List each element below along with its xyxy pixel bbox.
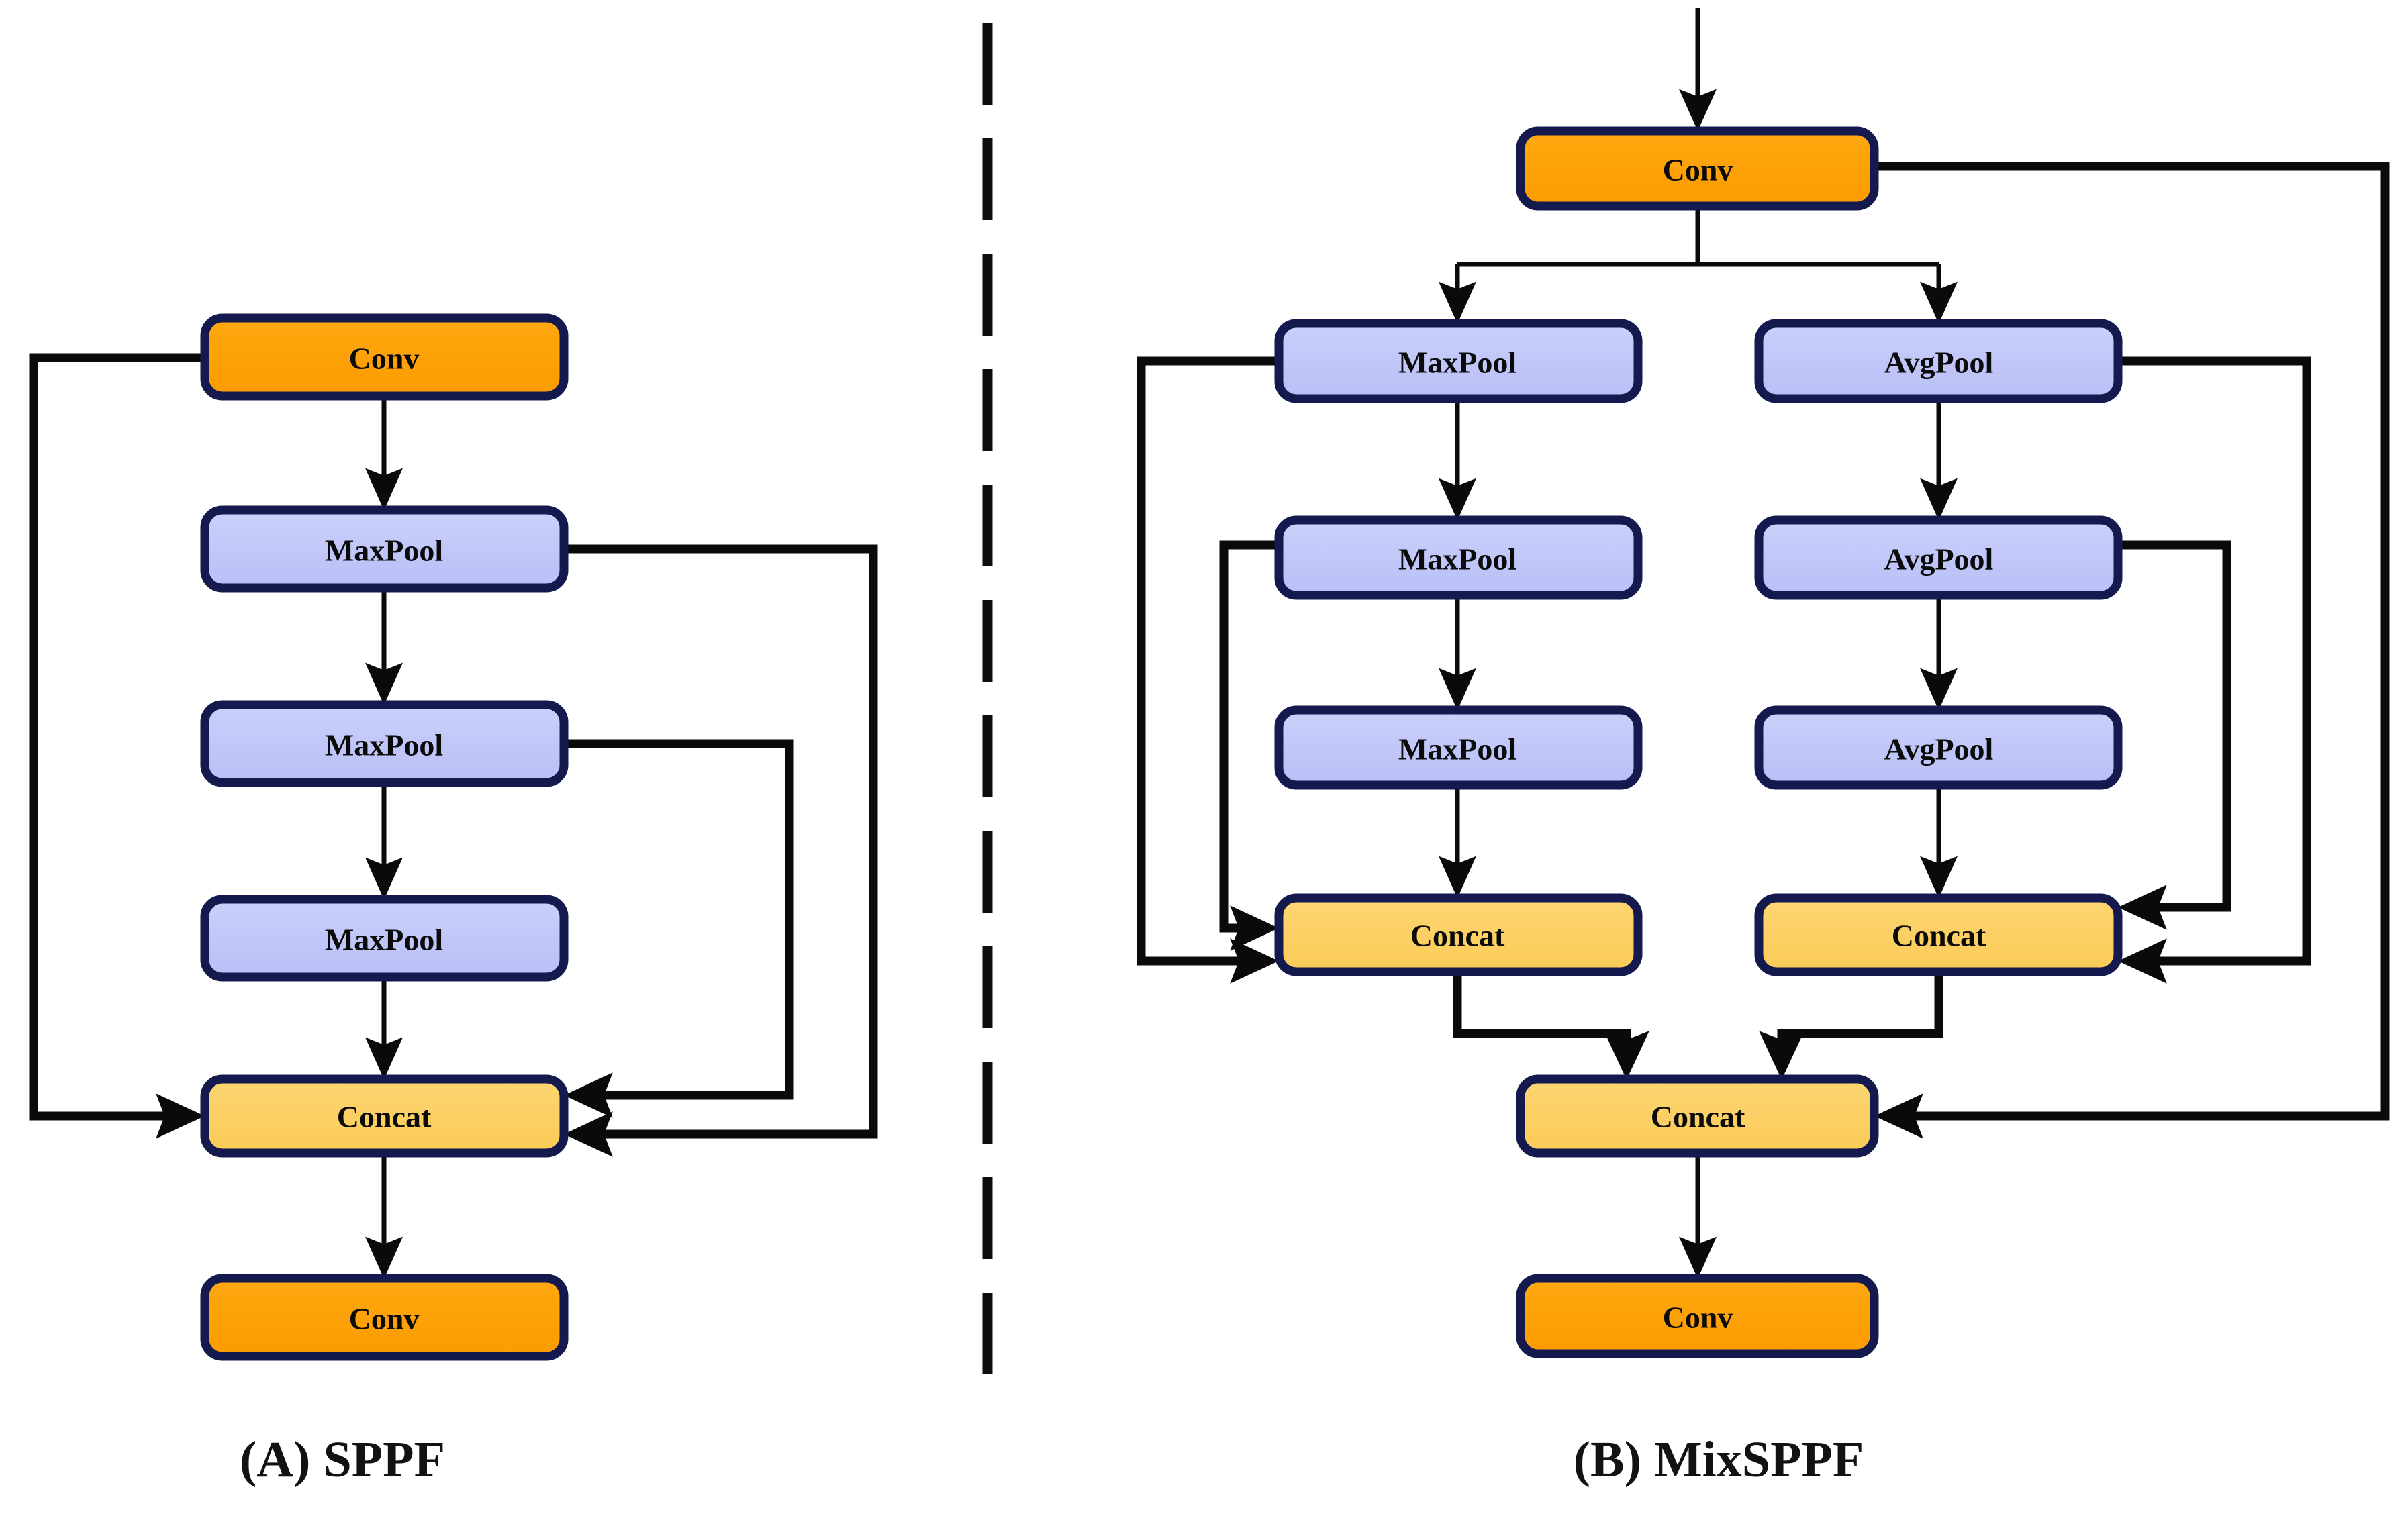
- panel-b-edges: [1137, 8, 2390, 1279]
- node-label: MaxPool: [1398, 346, 1516, 380]
- node-label: Conv: [349, 1302, 420, 1336]
- node-label: MaxPool: [325, 923, 443, 957]
- edge-b-skip-maxpool2-to-concatl: [1219, 540, 1280, 951]
- node-label: Concat: [337, 1100, 432, 1134]
- node-b-concat-right[interactable]: Concat: [1754, 893, 2123, 976]
- node-b-maxpool-3[interactable]: MaxPool: [1274, 705, 1643, 790]
- edge-a-skip-maxpool1-to-concat: [563, 544, 878, 1157]
- node-label: Concat: [1410, 919, 1505, 953]
- node-a-maxpool-1[interactable]: MaxPool: [200, 505, 569, 593]
- node-b-conv-out[interactable]: Conv: [1516, 1274, 1879, 1358]
- node-b-avgpool-1[interactable]: AvgPool: [1754, 319, 2123, 403]
- panel-b-nodes: Conv MaxPool AvgPool MaxPool AvgPool Max…: [1274, 126, 2123, 1358]
- edge-b-concatr-to-concatm: [1759, 972, 1943, 1080]
- node-b-maxpool-1[interactable]: MaxPool: [1274, 319, 1643, 403]
- node-label: MaxPool: [325, 728, 443, 762]
- node-a-maxpool-3[interactable]: MaxPool: [200, 895, 569, 982]
- node-b-avgpool-2[interactable]: AvgPool: [1754, 515, 2123, 600]
- panel-a-nodes: Conv MaxPool MaxPool MaxPool Concat Conv: [200, 313, 569, 1361]
- panel-a-edges: [29, 353, 878, 1279]
- edge-b-skip-avgpool1-to-concatr: [2117, 356, 2311, 984]
- node-b-avgpool-3[interactable]: AvgPool: [1754, 705, 2123, 790]
- node-a-conv-in[interactable]: Conv: [200, 313, 569, 401]
- edge-a-skip-maxpool2-to-concat: [563, 739, 794, 1118]
- node-b-concat-left[interactable]: Concat: [1274, 893, 1643, 976]
- edge-a-skip-conv-to-concat: [29, 353, 205, 1139]
- node-a-concat[interactable]: Concat: [200, 1074, 569, 1158]
- node-label: MaxPool: [1398, 732, 1516, 766]
- node-a-maxpool-2[interactable]: MaxPool: [200, 700, 569, 787]
- node-label: AvgPool: [1884, 346, 1994, 380]
- panel-b-caption: (B) MixSPPF: [1574, 1431, 1864, 1488]
- node-label: MaxPool: [325, 534, 443, 568]
- node-label: AvgPool: [1884, 732, 1994, 766]
- edge-b-skip-conv-to-concatm: [1874, 162, 2390, 1139]
- node-a-conv-out[interactable]: Conv: [200, 1274, 569, 1361]
- node-b-concat-merge[interactable]: Concat: [1516, 1074, 1879, 1158]
- node-label: AvgPool: [1884, 542, 1994, 576]
- edge-b-skip-maxpool1-to-concatl: [1137, 356, 1280, 984]
- node-label: Concat: [1892, 919, 1986, 953]
- edge-b-skip-avgpool2-to-concatr: [2117, 540, 2231, 930]
- node-label: Concat: [1651, 1100, 1745, 1134]
- node-label: Conv: [349, 342, 420, 376]
- node-label: MaxPool: [1398, 542, 1516, 576]
- node-label: Conv: [1663, 1301, 1733, 1335]
- node-label: Conv: [1663, 153, 1733, 187]
- edge-b-concatl-to-concatm: [1453, 972, 1649, 1080]
- panel-a-caption: (A) SPPF: [240, 1431, 445, 1488]
- edge-b-conv-split-bus: [1457, 206, 1939, 267]
- node-b-conv-in[interactable]: Conv: [1516, 126, 1879, 211]
- node-b-maxpool-2[interactable]: MaxPool: [1274, 515, 1643, 600]
